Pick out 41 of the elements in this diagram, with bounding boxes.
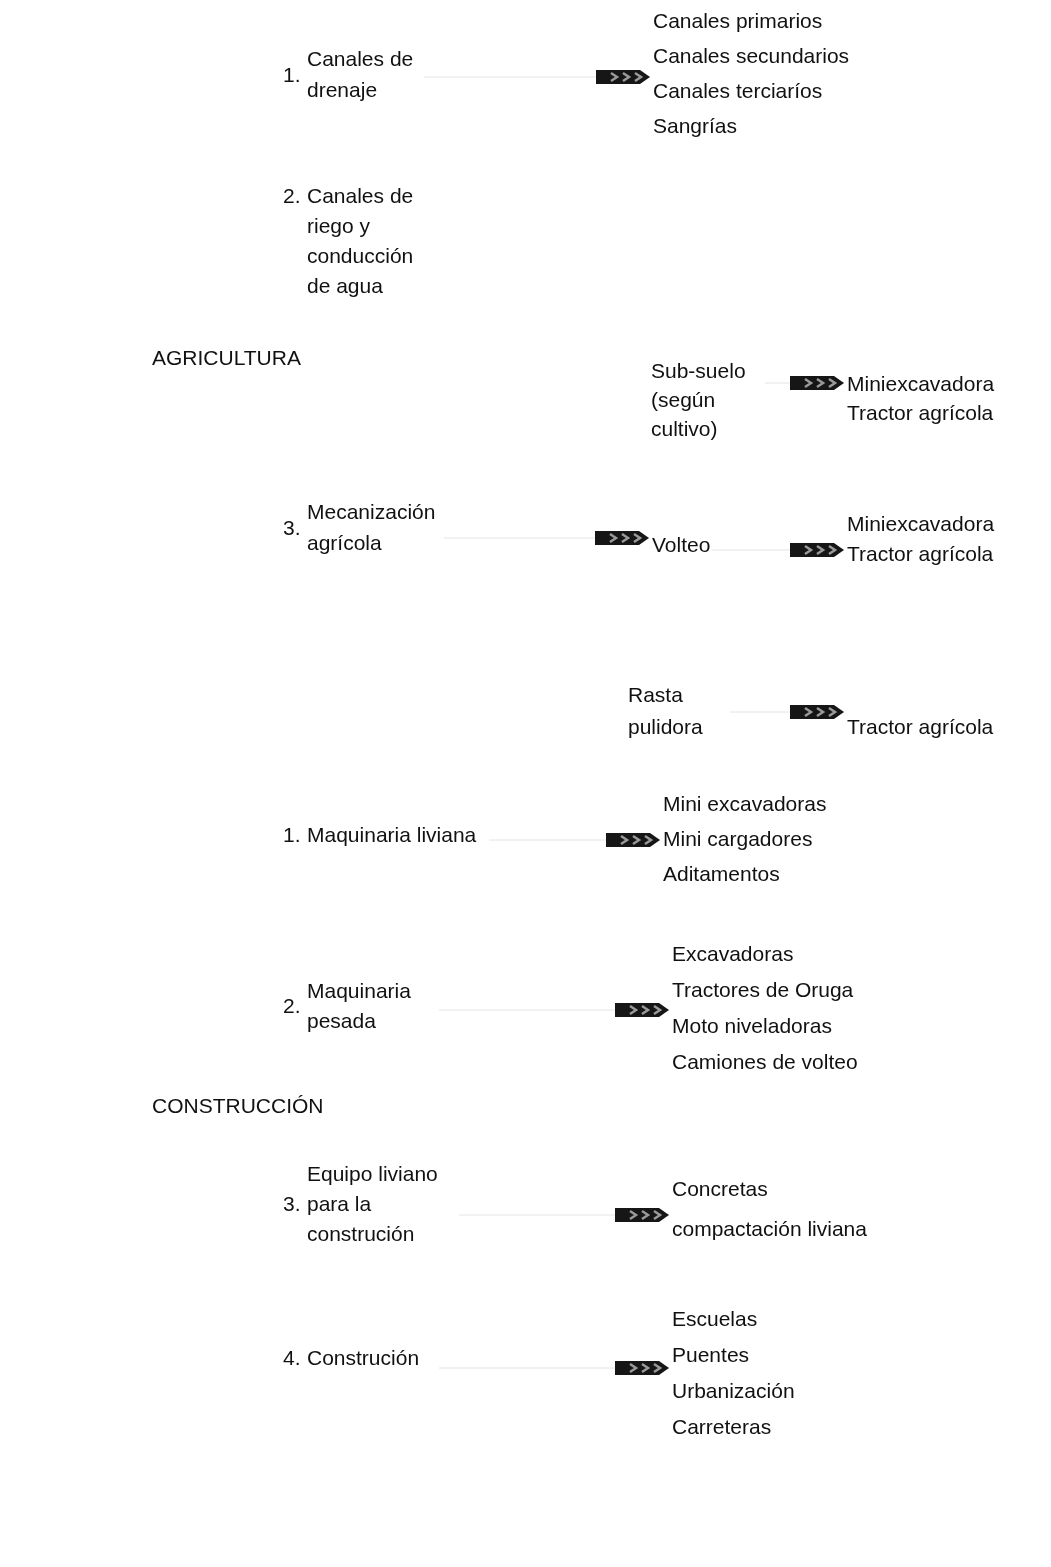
item-number: 1. — [283, 822, 302, 848]
list-item: Mini cargadores — [663, 826, 813, 852]
item-number: 4. — [283, 1345, 302, 1371]
list-item: Miniexcavadora — [847, 371, 995, 397]
item-number: 3. — [283, 514, 302, 541]
item-label: Maquinaria pesada — [307, 978, 412, 1034]
item-label: Tractor agrícola — [847, 714, 994, 740]
list-item: Tractor agrícola — [847, 541, 994, 567]
item-number: 3. — [283, 1191, 302, 1217]
list-item: Moto niveladoras — [672, 1013, 832, 1039]
item-number: 2. — [283, 993, 302, 1019]
list-item: Canales secundarios — [653, 43, 850, 69]
list-item: Miniexcavadora — [847, 511, 995, 537]
item-label: Canales de riego y conducción de agua — [307, 183, 415, 299]
item-label: Canales de drenaje — [307, 46, 415, 103]
item-number: 2. — [283, 183, 302, 209]
item-label: Rasta pulidora — [628, 682, 704, 740]
list-item: Puentes — [672, 1342, 750, 1368]
list-item: Canales terciaríos — [653, 78, 823, 104]
category-label: CONSTRUCCIÓN — [152, 1093, 324, 1119]
list-item: Excavadoras — [672, 941, 794, 967]
list-item: Mini excavadoras — [663, 791, 827, 817]
item-label: Maquinaria liviana — [307, 822, 478, 848]
list-item: compactación liviana — [672, 1216, 867, 1242]
list-item: Concretas — [672, 1176, 768, 1202]
list-item: Tractores de Oruga — [672, 977, 854, 1003]
list-item: Carreteras — [672, 1414, 772, 1440]
list-item: Aditamentos — [663, 861, 780, 887]
list-item: Sangrías — [653, 113, 738, 139]
list-item: Camiones de volteo — [672, 1049, 858, 1075]
item-label: Sub-suelo (según cultivo) — [651, 358, 747, 442]
item-label: Construción — [307, 1345, 421, 1371]
list-item: Urbanización — [672, 1378, 795, 1404]
list-item: Escuelas — [672, 1306, 758, 1332]
list-item: Canales primarios — [653, 8, 823, 34]
item-label: Equipo liviano para la construción — [307, 1161, 439, 1247]
item-label: Mecanización agrícola — [307, 499, 437, 556]
item-number: 1. — [283, 61, 302, 88]
category-label: AGRICULTURA — [152, 345, 301, 371]
list-item: Tractor agrícola — [847, 400, 994, 426]
item-label: Volteo — [652, 532, 711, 558]
